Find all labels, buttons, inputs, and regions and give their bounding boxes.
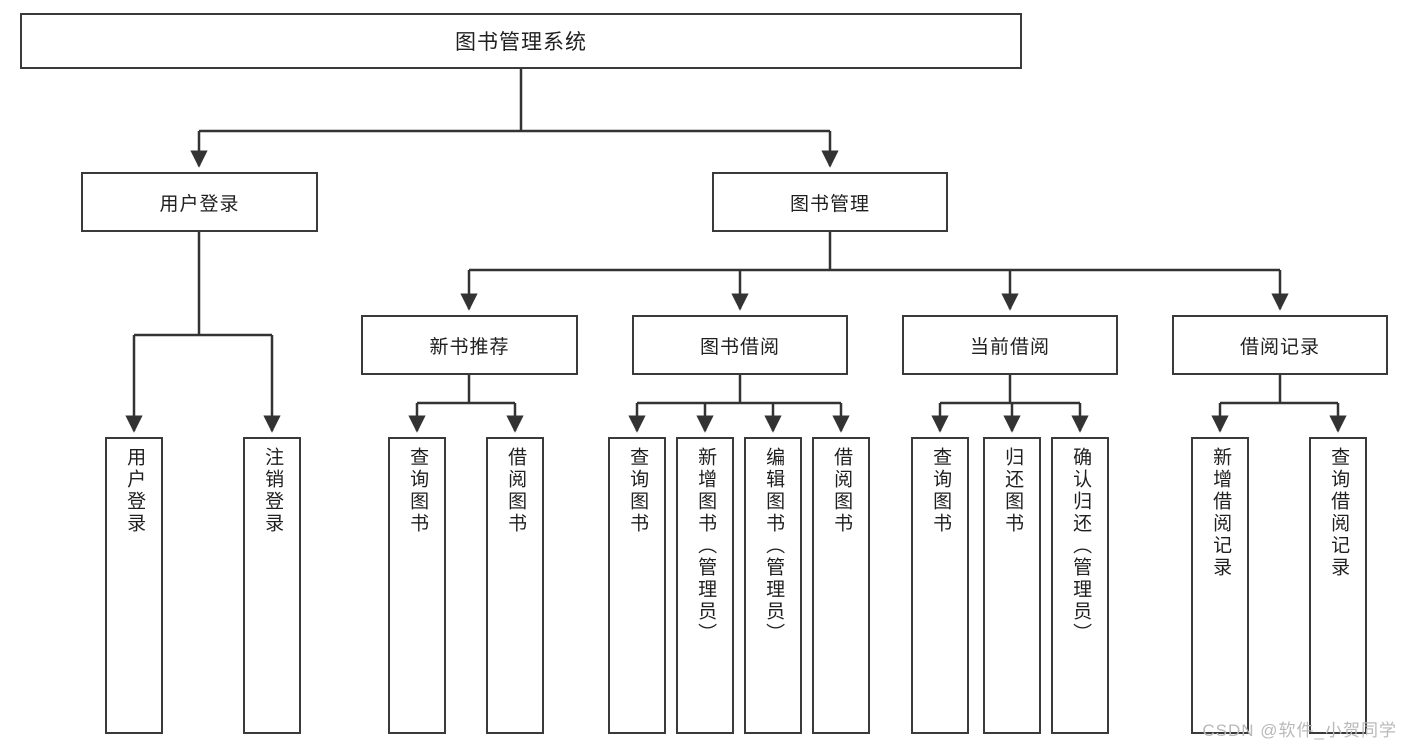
leaf-edit-book-admin[interactable]: 编辑图书（管理员） [744,437,802,734]
leaf-confirm-return-admin[interactable]: 确认归还（管理员） [1051,437,1109,734]
leaf-add-book-admin[interactable]: 新增图书（管理员） [676,437,734,734]
node-label: 新增图书（管理员） [695,447,717,645]
leaf-query-book-current[interactable]: 查询图书 [911,437,969,734]
node-label: 图书管理系统 [455,31,587,54]
node-label: 确认归还（管理员） [1070,447,1092,645]
node-root-system[interactable]: 图书管理系统 [20,13,1022,69]
node-label: 查询图书 [407,447,429,535]
leaf-borrow-book-new[interactable]: 借阅图书 [486,437,544,734]
leaf-query-borrow-record[interactable]: 查询借阅记录 [1309,437,1367,734]
connectors [125,69,1347,433]
leaf-borrow-book[interactable]: 借阅图书 [812,437,870,734]
node-label: 编辑图书（管理员） [763,447,785,645]
node-label: 注销登录 [262,447,284,535]
node-label: 当前借阅 [969,336,1050,358]
leaf-query-book-new[interactable]: 查询图书 [388,437,446,734]
node-label: 用户登录 [124,447,146,535]
node-label: 借阅记录 [1239,336,1320,358]
leaf-add-borrow-record[interactable]: 新增借阅记录 [1191,437,1249,734]
leaf-user-login[interactable]: 用户登录 [105,437,163,734]
node-label: 新增借阅记录 [1210,447,1232,579]
node-label: 查询图书 [627,447,649,535]
node-new-book-recommend[interactable]: 新书推荐 [361,315,578,375]
node-user-login[interactable]: 用户登录 [81,172,318,232]
node-label: 借阅图书 [831,447,853,535]
node-book-management[interactable]: 图书管理 [712,172,948,232]
leaf-logout[interactable]: 注销登录 [243,437,301,734]
watermark: CSDN @软件_小贺同学 [1202,721,1397,740]
node-label: 图书管理 [789,193,870,215]
node-borrow-record[interactable]: 借阅记录 [1172,315,1388,375]
node-label: 借阅图书 [505,447,527,535]
node-label: 查询借阅记录 [1328,447,1350,579]
node-label: 用户登录 [159,193,240,215]
node-label: 归还图书 [1002,447,1024,535]
node-label: 新书推荐 [429,336,510,358]
node-current-borrow[interactable]: 当前借阅 [902,315,1118,375]
node-book-borrow[interactable]: 图书借阅 [632,315,848,375]
node-label: 图书借阅 [699,336,780,358]
leaf-return-book[interactable]: 归还图书 [983,437,1041,734]
leaf-query-book-borrow[interactable]: 查询图书 [608,437,666,734]
node-label: 查询图书 [930,447,952,535]
